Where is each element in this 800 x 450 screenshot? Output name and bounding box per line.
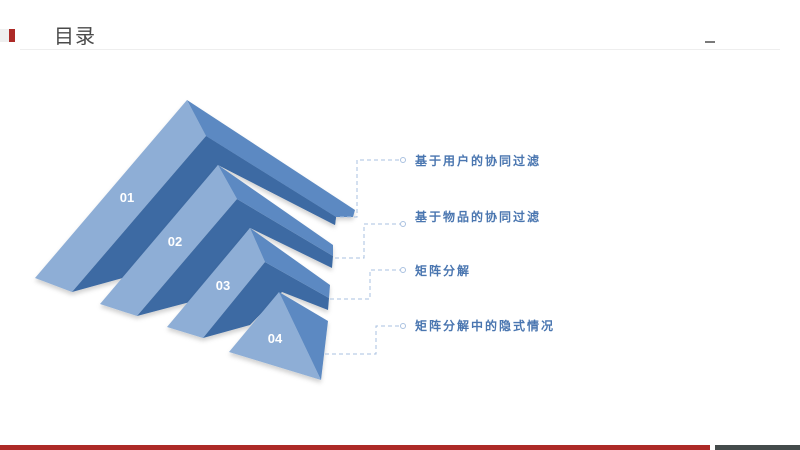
connector-dot-01 — [400, 157, 406, 163]
connector-04 — [325, 325, 400, 355]
chevron-02 — [100, 165, 333, 316]
chevron-01 — [35, 100, 355, 292]
connector-03 — [330, 269, 400, 300]
connector-01 — [340, 159, 400, 218]
header-accent-gray — [0, 29, 9, 42]
item-number-04: 04 — [268, 331, 283, 346]
footer-bar-red — [0, 445, 710, 450]
item-label-03: 矩阵分解 — [415, 264, 472, 278]
connector-lines — [325, 159, 400, 355]
connector-dot-02 — [400, 221, 406, 227]
title-divider — [20, 49, 780, 50]
chevron-03 — [167, 228, 330, 338]
item-number-03: 03 — [216, 278, 230, 293]
page-title: 目录 — [54, 24, 96, 48]
item-label-04: 矩阵分解中的隐式情况 — [415, 319, 556, 333]
connector-dot-04 — [400, 323, 406, 329]
header-dash-mark — [705, 41, 715, 43]
connector-dot-03 — [400, 267, 406, 273]
item-number-01: 01 — [120, 190, 134, 205]
pyramid-04 — [229, 292, 328, 380]
item-label-01: 基于用户的协同过滤 — [415, 154, 542, 168]
item-number-02: 02 — [168, 234, 182, 249]
item-label-02: 基于物品的协同过滤 — [415, 210, 542, 224]
footer-bar-gray — [715, 445, 800, 450]
header-accent-red — [9, 29, 15, 42]
connector-02 — [335, 223, 400, 259]
